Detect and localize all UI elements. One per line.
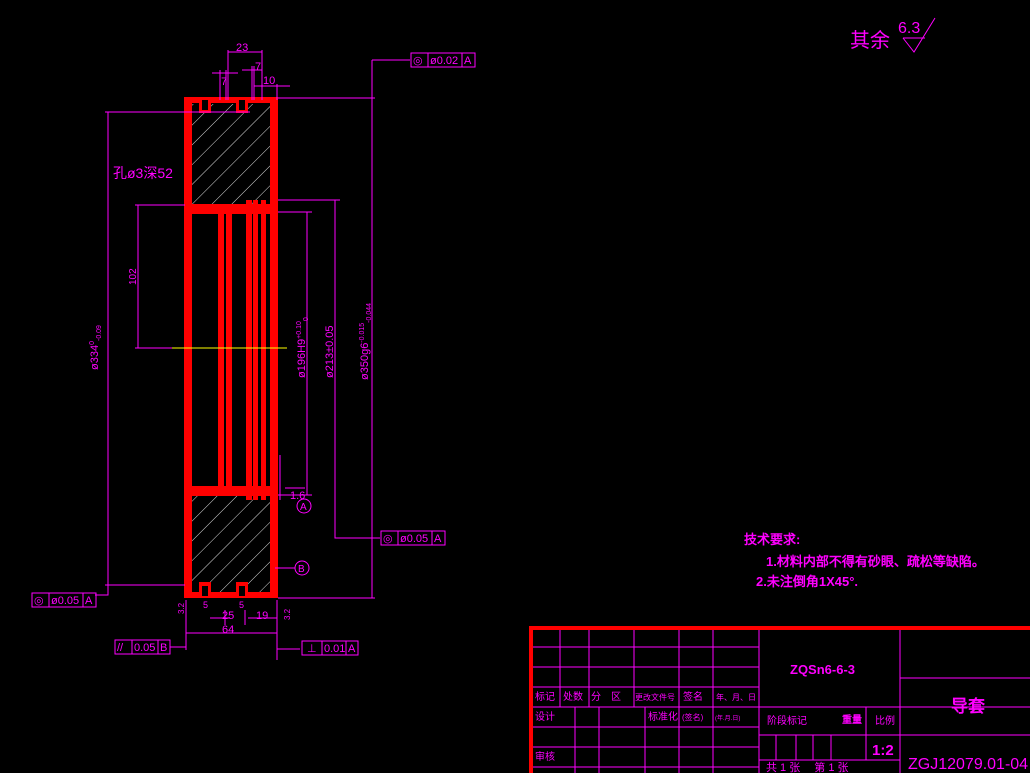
datum-a: A bbox=[300, 502, 307, 513]
dim-19: 19 bbox=[256, 610, 268, 622]
hatch-bottom bbox=[190, 494, 272, 592]
svg-text:◎: ◎ bbox=[383, 533, 393, 545]
sheet-count: 共 1 张 第 1 张 bbox=[766, 760, 849, 773]
hole-note: 孔ø3深52 bbox=[113, 165, 173, 181]
hatch-top bbox=[190, 104, 272, 204]
svg-text:分 区: 分 区 bbox=[591, 691, 621, 703]
dim-7b: 7 bbox=[255, 61, 261, 73]
svg-text:年、月、日: 年、月、日 bbox=[716, 692, 756, 702]
drawing-number: ZGJ12079.01-04 bbox=[908, 756, 1028, 773]
roughness-prefix: 其余 bbox=[850, 29, 890, 52]
dim-10: 10 bbox=[263, 75, 275, 87]
dim-dia196: ø196H9+0.100 bbox=[296, 317, 310, 378]
fcf-4: // 0.05 B bbox=[114, 639, 171, 655]
svg-text:更改文件号: 更改文件号 bbox=[635, 692, 675, 702]
scale: 1:2 bbox=[872, 742, 894, 759]
svg-text:ø0.05: ø0.05 bbox=[400, 533, 428, 545]
svg-text:A: A bbox=[348, 643, 356, 655]
svg-text:重量: 重量 bbox=[842, 713, 862, 726]
svg-text:A: A bbox=[85, 595, 93, 607]
dim-dia213: ø213±0.05 bbox=[324, 325, 336, 378]
dim-102: 102 bbox=[128, 268, 139, 285]
svg-text:阶段标记: 阶段标记 bbox=[767, 714, 807, 727]
svg-text:(年.月.日): (年.月.日) bbox=[715, 714, 740, 722]
dim-7a: 7 bbox=[221, 76, 227, 88]
material: ZQSn6-6-3 bbox=[790, 662, 855, 677]
notes-title: 技术要求: bbox=[744, 532, 800, 547]
svg-text:◎: ◎ bbox=[34, 595, 44, 607]
svg-text:签名: 签名 bbox=[683, 690, 703, 703]
svg-text://: // bbox=[117, 642, 124, 654]
svg-text:A: A bbox=[464, 55, 472, 67]
dim-5b: 5 bbox=[239, 600, 244, 610]
note-1: 1.材料内部不得有砂眼、疏松等缺陷。 bbox=[766, 554, 985, 569]
fcf-3: ◎ ø0.05 A bbox=[31, 592, 97, 608]
svg-text:(签名): (签名) bbox=[682, 712, 704, 722]
svg-text:0.05: 0.05 bbox=[134, 642, 155, 654]
svg-text:标记: 标记 bbox=[535, 691, 555, 703]
svg-text:比例: 比例 bbox=[875, 714, 895, 727]
note-2: 2.未注倒角1X45°. bbox=[756, 574, 858, 589]
svg-text:ø0.02: ø0.02 bbox=[430, 55, 458, 67]
dim-dia350: ø350g6-0.015-0.044 bbox=[359, 303, 373, 380]
roughness-16: 1.6 bbox=[290, 490, 305, 502]
roughness-32a: 3.2 bbox=[177, 602, 186, 614]
datum-b: B bbox=[298, 564, 305, 575]
svg-text:B: B bbox=[160, 642, 167, 654]
roughness-symbol-icon bbox=[902, 17, 936, 53]
dim-5a: 5 bbox=[203, 600, 208, 610]
dim-25: 25 bbox=[222, 610, 234, 622]
roughness-value: 6.3 bbox=[898, 20, 920, 37]
svg-text:ø0.05: ø0.05 bbox=[51, 595, 79, 607]
dim-dia334: ø3340-0.09 bbox=[89, 325, 103, 370]
roughness-32b: 3.2 bbox=[283, 608, 292, 620]
fcf-2: ◎ ø0.05 A bbox=[380, 530, 446, 546]
svg-text:审核: 审核 bbox=[535, 750, 555, 763]
svg-text:标准化: 标准化 bbox=[648, 710, 678, 723]
svg-text:0.01: 0.01 bbox=[324, 643, 345, 655]
svg-text:设计: 设计 bbox=[535, 710, 555, 723]
fcf-1: ◎ ø0.02 A bbox=[410, 52, 476, 68]
svg-text:⊥: ⊥ bbox=[307, 643, 317, 655]
part-name: 导套 bbox=[951, 696, 986, 716]
svg-text:处数: 处数 bbox=[563, 690, 583, 703]
dimension-lines bbox=[95, 50, 410, 660]
svg-text:A: A bbox=[434, 533, 442, 545]
dim-64: 64 bbox=[222, 624, 234, 636]
title-block: 标记 处数 分 区 更改文件号 签名 年、月、日 设计 标准化 (签名) (年.… bbox=[529, 626, 1030, 773]
svg-text:◎: ◎ bbox=[413, 55, 423, 67]
dim-23: 23 bbox=[236, 42, 248, 54]
